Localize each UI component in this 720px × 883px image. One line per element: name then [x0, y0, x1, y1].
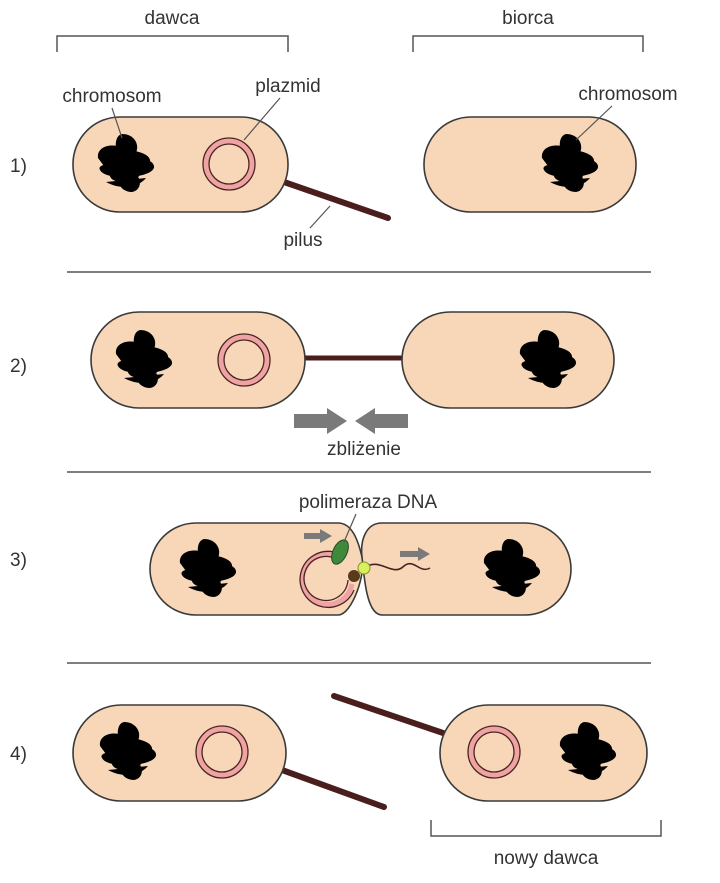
chromosome-label-donor: chromosom: [62, 86, 161, 107]
recipient-label: biorca: [502, 8, 554, 29]
pilus-leader: [309, 205, 331, 229]
dna-leading-end-dot: [357, 561, 371, 575]
dna-transfer-arrow: [400, 547, 430, 561]
polymerase-leader: [343, 513, 357, 543]
transferred-dna-strand: [363, 562, 431, 571]
chromosome-leader-recipient: [575, 105, 613, 141]
approach-arrow-right: [294, 408, 347, 434]
step-4-label: 4): [10, 744, 27, 765]
plasmid: [195, 725, 249, 779]
recipient-cell: [423, 116, 637, 213]
plasmid: [202, 137, 256, 191]
step-2-label: 2): [10, 356, 27, 377]
replicating-plasmid: [299, 550, 355, 608]
step-3: polimeraza DNA: [149, 492, 572, 616]
step-4: nowy dawca: [72, 693, 662, 869]
donor-bracket: [56, 35, 289, 52]
polymerase-label: polimeraza DNA: [299, 492, 438, 513]
new-donor-pilus: [331, 693, 449, 737]
recipient-bracket: [412, 35, 644, 52]
approach-label: zbliżenie: [327, 439, 401, 460]
step-2: zbliżenie: [90, 311, 615, 460]
polymerase-direction-arrow: [304, 529, 332, 543]
plasmid: [467, 725, 521, 779]
chromosome-leader-donor: [111, 107, 123, 139]
new-donor-label: nowy dawca: [494, 848, 599, 869]
donor-pilus: [279, 767, 387, 810]
plasmid-label: plazmid: [255, 76, 320, 97]
pilus-label: pilus: [283, 230, 322, 251]
pilus: [281, 179, 391, 221]
plasmid: [217, 333, 271, 387]
chromosome-label-recipient: chromosom: [578, 84, 677, 105]
step-1-label: 1): [10, 156, 27, 177]
approach-arrow-left: [355, 408, 408, 434]
donor-cell: [72, 704, 287, 802]
plasmid-leader: [243, 97, 281, 141]
step-1: chromosom plazmid chromosom pilus: [62, 76, 677, 251]
donor-cell: [149, 522, 364, 616]
donor-label: dawca: [145, 8, 200, 29]
recipient-cell: [401, 311, 615, 409]
new-donor-bracket: [430, 820, 662, 837]
step-3-label: 3): [10, 550, 27, 571]
dna-junction-dot: [348, 570, 360, 582]
dna-polymerase: [331, 539, 349, 565]
